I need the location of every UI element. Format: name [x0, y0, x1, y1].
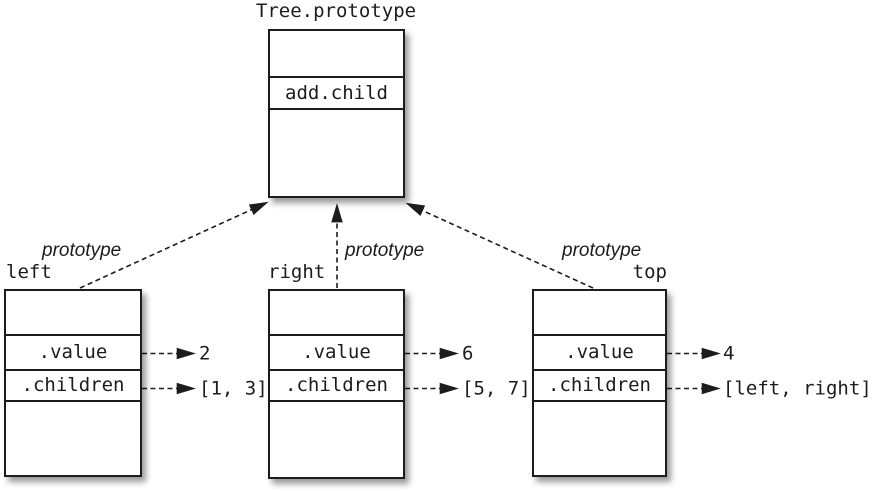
property-slot: .value [534, 334, 665, 369]
empty-slot [270, 108, 403, 196]
property-key: .value [565, 341, 634, 363]
empty-slot [6, 400, 140, 475]
property-slot: .children [270, 369, 403, 400]
object-box-left: .value .children [4, 289, 142, 477]
tree-prototype-title: Tree.prototype [255, 0, 417, 22]
empty-slot [270, 400, 403, 477]
method-slot: add.child [270, 76, 403, 108]
prototype-arrow-left [79, 201, 269, 289]
prototype-label-top: prototype [562, 240, 642, 261]
prototype-label-right: prototype [345, 240, 425, 261]
object-name-right: right [268, 261, 326, 283]
object-box-right: .value .children [268, 289, 405, 479]
value-text-right: 6 [462, 342, 474, 365]
property-slot: .children [534, 369, 665, 400]
property-slot: .value [270, 334, 403, 369]
empty-slot [270, 291, 403, 334]
tree-prototype-box: add.child [268, 29, 405, 198]
children-text-top: [left, right] [723, 377, 872, 400]
empty-slot [270, 31, 403, 76]
children-text-right: [5, 7] [462, 377, 531, 400]
value-text-top: 4 [723, 342, 735, 365]
object-name-top: top [632, 261, 667, 283]
property-slot: .value [6, 334, 140, 369]
property-key: .children [548, 374, 651, 396]
property-key: .children [285, 374, 388, 396]
value-text-left: 2 [199, 342, 211, 365]
prototype-label-left: prototype [42, 240, 122, 261]
empty-slot [6, 291, 140, 334]
method-name: add.child [285, 81, 388, 104]
object-box-top: .value .children [532, 289, 667, 477]
property-key: .children [21, 374, 125, 396]
empty-slot [534, 400, 665, 475]
property-slot: .children [6, 369, 140, 400]
property-key: .value [302, 341, 371, 363]
property-key: .value [38, 341, 108, 363]
object-name-left: left [6, 261, 52, 283]
empty-slot [534, 291, 665, 334]
children-text-left: [1, 3] [199, 377, 268, 400]
